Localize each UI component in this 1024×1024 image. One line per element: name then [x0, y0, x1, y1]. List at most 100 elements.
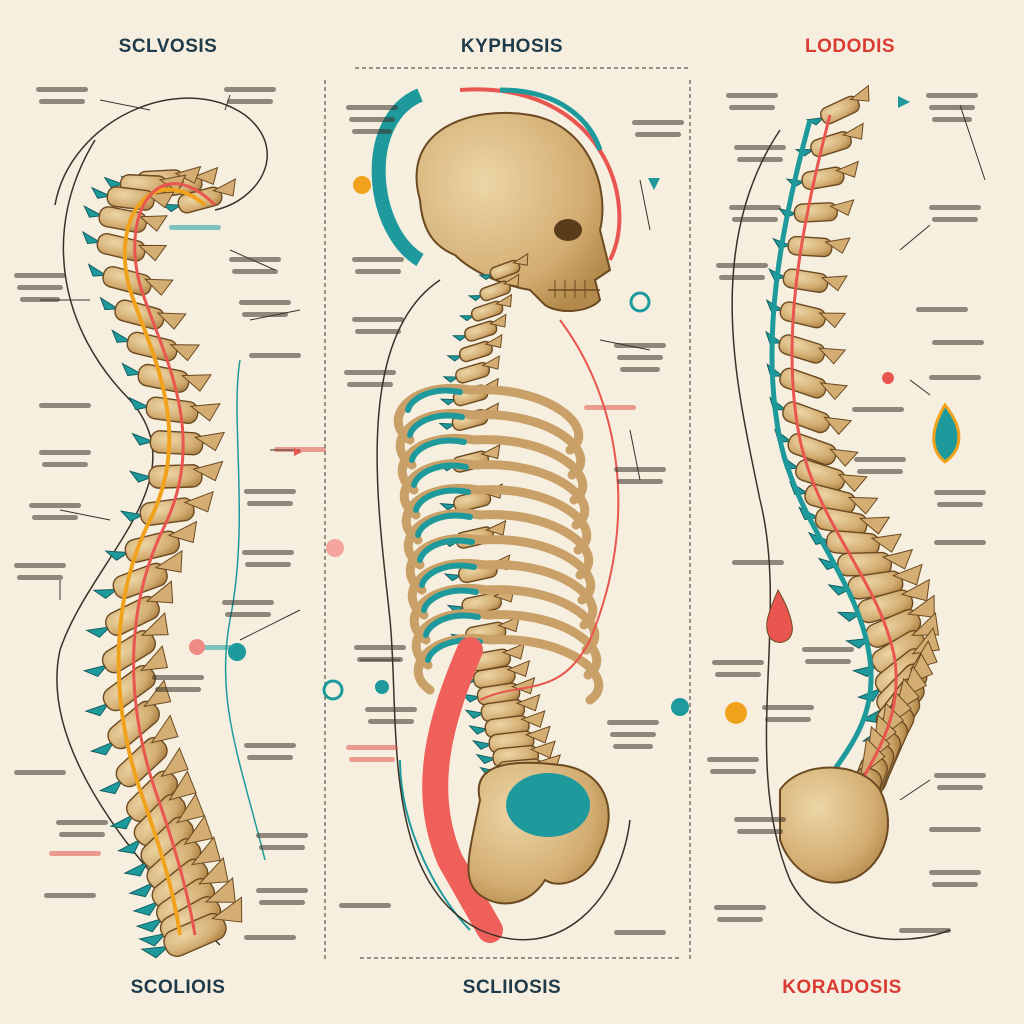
teal-triangle-icon [648, 178, 660, 190]
red-badge-icon [882, 372, 894, 384]
vertebra [130, 462, 223, 490]
title-top-center: KYPHOSIS [461, 36, 563, 57]
pelvis [468, 763, 608, 904]
leader-line [900, 780, 930, 800]
annotation-scribble [712, 660, 764, 677]
leader-line [630, 430, 640, 480]
teal-guide-line [225, 360, 265, 860]
vertebrae-group [79, 167, 253, 969]
title-bottom-left: SCOLIOIS [131, 977, 226, 998]
annotation-scribble [734, 145, 786, 162]
title-bottom-center: SCLIIOSIS [463, 977, 561, 998]
annotation-scribble [934, 773, 986, 790]
annotation-scribble [244, 743, 296, 760]
annotation-scribble [256, 833, 308, 850]
annotation-scribble [932, 340, 984, 345]
annotation-scribble [899, 928, 951, 933]
annotation-scribble [762, 705, 814, 722]
vertebra [805, 86, 876, 132]
teal-shield-icon [934, 405, 959, 462]
title-bottom-right: KORADOSIS [782, 977, 902, 998]
annotation-scribble [734, 817, 786, 834]
annotation-scribble [39, 450, 91, 467]
annotation-scribble [707, 757, 759, 774]
leader-line [900, 225, 930, 250]
teal-badge-icon [324, 681, 342, 699]
annotation-scribble [929, 827, 981, 832]
annotation-scribble [614, 467, 666, 484]
annotation-scribble [222, 600, 274, 617]
annotation-scribble [29, 503, 81, 520]
annotation-scribble [916, 307, 968, 312]
annotation-scribble [346, 105, 398, 134]
annotation-scribble [339, 903, 391, 908]
red-badge-icon [189, 639, 205, 655]
vertebra [127, 391, 220, 427]
annotation-scribble [732, 560, 784, 565]
sacrum [780, 768, 888, 883]
annotation-scribble [614, 343, 666, 372]
teal-badge-icon [631, 293, 649, 311]
leader-line [910, 380, 930, 395]
annotation-scribble [854, 457, 906, 474]
annotation-scribble [239, 300, 291, 317]
leader-line [100, 100, 150, 110]
annotation-scribble [229, 257, 281, 274]
orange-badge-icon [353, 176, 371, 194]
annotation-scribble [224, 87, 276, 104]
annotation-scribble [14, 273, 66, 302]
scoliosis-spine-illustration [55, 98, 267, 969]
leader-line [640, 180, 650, 230]
vertebra [120, 492, 216, 529]
annotation-scribble [49, 851, 101, 856]
annotation-scribble [56, 820, 108, 837]
annotation-scribble [244, 489, 296, 506]
annotation-scribble [929, 205, 981, 222]
annotation-scribble [716, 263, 768, 280]
red-badge-icon [326, 539, 344, 557]
title-top-left: SCLVOSIS [119, 36, 218, 57]
title-top-right: LODODIS [805, 36, 895, 57]
annotation-scribble [346, 745, 398, 762]
vertebra [96, 292, 186, 336]
vertebra [79, 226, 166, 267]
annotation-scribble [39, 403, 91, 408]
kyphosis-skeleton-illustration [377, 89, 630, 939]
teal-badge-icon [671, 698, 689, 716]
leader-line [960, 105, 985, 180]
annotation-scribble [934, 490, 986, 507]
teal-badge-icon [228, 643, 246, 661]
annotation-scribble [729, 205, 781, 222]
annotation-scribble [852, 407, 904, 412]
annotation-scribble [256, 888, 308, 905]
annotation-scribble [584, 405, 636, 410]
annotation-scribble [354, 645, 406, 662]
annotation-scribble [926, 93, 978, 122]
vertebra [132, 427, 225, 456]
annotation-scribble [344, 370, 396, 387]
annotation-scribble [714, 905, 766, 922]
teal-badge-icon [375, 680, 389, 694]
annotation-scribble [14, 770, 66, 775]
annotation-scribble [152, 675, 204, 692]
annotation-scribble [726, 93, 778, 110]
annotation-scribble [929, 375, 981, 380]
lordosis-spine-illustration [732, 86, 950, 940]
orange-badge-icon [725, 702, 747, 724]
annotation-scribble [242, 550, 294, 567]
annotation-scribble [44, 893, 96, 898]
annotation-scribble [14, 563, 66, 580]
annotation-scribble [169, 225, 221, 230]
annotation-scribble [365, 707, 417, 724]
annotation-scribble [632, 120, 684, 137]
annotation-scribble [929, 870, 981, 887]
annotation-scribble [934, 540, 986, 545]
annotation-scribble [244, 935, 296, 940]
annotation-scribble [607, 720, 659, 749]
annotation-scribble [614, 930, 666, 935]
annotation-scribble [802, 647, 854, 664]
teal-triangle-icon [898, 96, 910, 108]
annotation-scribble [352, 257, 404, 274]
